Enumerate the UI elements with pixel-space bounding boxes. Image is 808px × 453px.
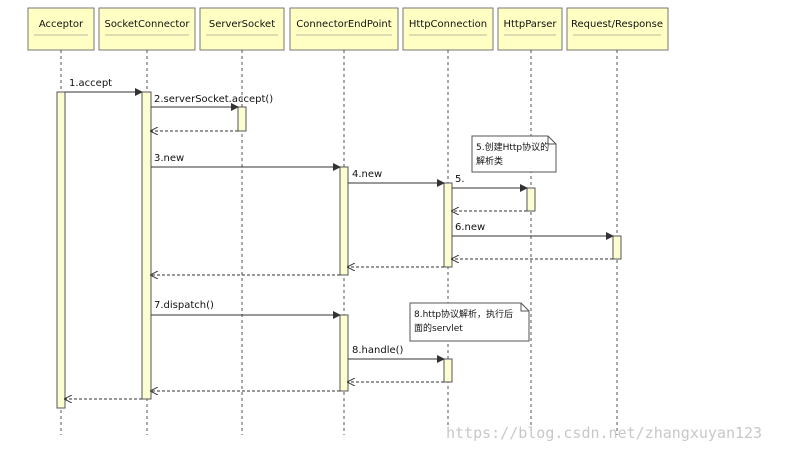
participant-label-httpconnection: HttpConnection — [409, 19, 487, 30]
participant-label-request-response: Request/Response — [571, 19, 663, 30]
message-label-6: 6.new — [455, 222, 485, 233]
watermark-text: https://blog.csdn.net/zhangxuyan123 — [446, 424, 762, 442]
activation-serversocket — [237, 106, 247, 132]
message-label-5: 5. — [455, 174, 465, 185]
note-5-line-2: 解析类 — [476, 155, 503, 167]
activation-httpconnection-1 — [443, 182, 453, 268]
messages — [65, 88, 614, 399]
participant-label-connectorendpoint: ConnectorEndPoint — [296, 19, 391, 30]
activation-connectorendpoint-2 — [339, 314, 349, 392]
participant-acceptor: Acceptor — [27, 7, 95, 51]
activation-connectorendpoint-1 — [339, 166, 349, 276]
note-8-line-2: 面的servlet — [414, 322, 463, 334]
activations — [56, 91, 622, 409]
participant-httpconnection: HttpConnection — [402, 7, 494, 51]
message-label-4: 4.new — [352, 169, 382, 180]
participant-connectorendpoint: ConnectorEndPoint — [289, 7, 399, 51]
note-step-8: 8.http协议解析，执行后 面的servlet — [409, 302, 530, 342]
participant-socketconnector: SocketConnector — [98, 7, 196, 51]
participant-label-socketconnector: SocketConnector — [104, 19, 190, 30]
activation-socketconnector — [141, 91, 152, 400]
activation-request-response — [612, 235, 622, 260]
participant-label-serversocket: ServerSocket — [209, 19, 275, 30]
participant-request-response: Request/Response — [566, 7, 669, 51]
participant-httpparser: HttpParser — [497, 7, 563, 51]
participant-serversocket: ServerSocket — [199, 7, 285, 51]
message-label-2: 2.serverSocket.accept() — [154, 94, 273, 105]
activation-acceptor — [56, 91, 66, 409]
participant-label-acceptor: Acceptor — [39, 19, 84, 30]
activation-httpconnection-2 — [443, 358, 453, 383]
message-label-7: 7.dispatch() — [154, 300, 214, 311]
activation-httpparser — [526, 187, 536, 212]
note-step-5: 5.创建Http协议的 解析类 — [471, 135, 557, 173]
message-label-1: 1.accept — [69, 78, 112, 89]
participant-label-httpparser: HttpParser — [503, 19, 557, 30]
message-label-3: 3.new — [154, 153, 184, 164]
message-label-8: 8.handle() — [352, 345, 404, 356]
note-8-line-1: 8.http协议解析，执行后 — [414, 308, 513, 320]
note-5-line-1: 5.创建Http协议的 — [476, 141, 549, 153]
